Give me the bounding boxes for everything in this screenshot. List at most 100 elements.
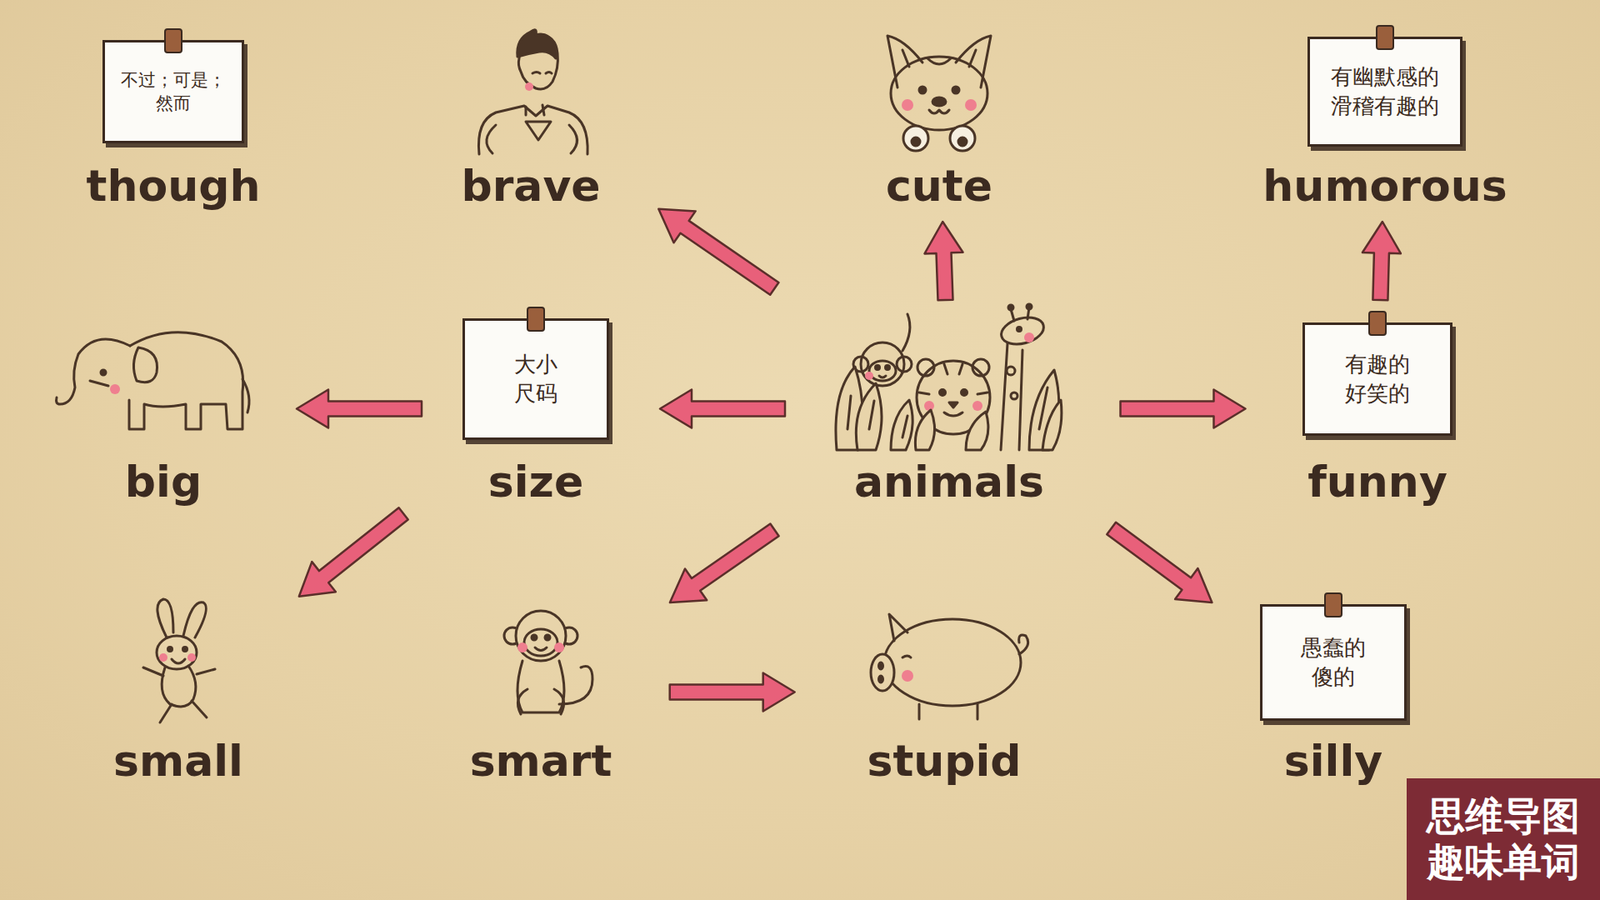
- mind-map-node: smart: [460, 595, 623, 789]
- sticky-note: 大小 尺码: [462, 318, 610, 440]
- corgi-drawing-part: [890, 56, 988, 130]
- superhero-drawing-part: [532, 72, 552, 75]
- sticky-note: 有幽默感的 滑稽有趣的: [1307, 36, 1463, 147]
- word-label: silly: [1284, 734, 1383, 789]
- animals-group-drawing-part: [917, 359, 935, 376]
- word-label: small: [113, 734, 244, 789]
- picture-area: 有幽默感的 滑稽有趣的: [1305, 29, 1465, 155]
- monkey-drawing: [504, 610, 593, 715]
- note-text: 不过；可是； 然而: [116, 68, 230, 116]
- animals-group-drawing-part: [924, 400, 935, 411]
- pig-drawing-part: [902, 655, 911, 658]
- mind-map-node: 不过；可是； 然而 though: [76, 29, 271, 214]
- word-label: brave: [460, 159, 600, 214]
- monkey-drawing-part: [535, 647, 547, 651]
- superhero-drawing: [478, 30, 588, 155]
- word-label: cute: [885, 159, 993, 214]
- mind-map-node: animals: [822, 308, 1076, 510]
- animals-group-drawing-part: [865, 371, 874, 380]
- rabbit-drawing-part: [156, 635, 197, 670]
- note-pin: [526, 306, 545, 332]
- note-text: 大小 尺码: [476, 350, 595, 409]
- word-label: though: [86, 159, 261, 214]
- corgi-drawing-part: [965, 99, 977, 111]
- monkey-drawing-part: [517, 660, 565, 713]
- mind-map-node: 大小 尺码 size: [449, 308, 623, 510]
- note-text: 有趣的 好笑的: [1316, 350, 1439, 409]
- note-pin: [1375, 25, 1395, 50]
- corgi-drawing-part: [902, 50, 976, 67]
- animals-group-drawing-part: [944, 412, 963, 416]
- corgi-drawing-part: [932, 97, 946, 106]
- elephant-drawing-part: [110, 384, 120, 395]
- animals-group-drawing-part: [902, 314, 910, 351]
- corgi-drawing-part: [911, 137, 920, 146]
- picture-area: [468, 29, 594, 155]
- rabbit-drawing-part: [143, 667, 215, 676]
- corgi-drawing-part: [903, 125, 929, 151]
- corgi-drawing-part: [927, 58, 951, 65]
- pig-drawing-part: [1019, 635, 1029, 655]
- animals-group-drawing-part: [1010, 392, 1018, 400]
- animals-group-drawing-part: [847, 387, 1048, 438]
- word-label: humorous: [1262, 159, 1507, 214]
- arrow-connector: [1106, 522, 1212, 603]
- corgi-drawing: [887, 35, 991, 151]
- watermark-text: 思维导图 趣味单词: [1420, 793, 1587, 885]
- pig-drawing-part: [919, 704, 978, 720]
- pig-drawing-part: [901, 670, 914, 682]
- arrow-connector: [670, 673, 795, 712]
- rabbit-drawing-part: [187, 653, 196, 662]
- picture-area: [852, 595, 1036, 730]
- animals-group-drawing-part: [940, 390, 946, 396]
- arrow-connector: [670, 524, 780, 604]
- word-label: size: [488, 455, 584, 510]
- corgi-drawing-part: [952, 86, 960, 94]
- mind-map-node: 愚蠢的 傻的 silly: [1247, 595, 1420, 789]
- word-label: funny: [1307, 455, 1448, 510]
- animals-group-drawing-part: [972, 359, 990, 376]
- elephant-drawing-part: [129, 332, 244, 430]
- word-label: big: [125, 455, 202, 510]
- sticky-note: 愚蠢的 傻的: [1260, 604, 1407, 721]
- pig-drawing: [870, 614, 1029, 720]
- pig-drawing-part: [879, 662, 884, 670]
- elephant-drawing-part: [100, 370, 106, 375]
- mind-map-node: small: [103, 595, 254, 789]
- pig-drawing-part: [870, 654, 895, 691]
- picture-area: 大小 尺码: [459, 308, 613, 450]
- word-label: smart: [470, 734, 613, 789]
- picture-area: [832, 308, 1066, 450]
- rabbit-drawing-part: [171, 659, 185, 664]
- word-label: animals: [854, 455, 1045, 510]
- superhero-drawing-part: [525, 121, 551, 140]
- rabbit-drawing: [143, 599, 215, 723]
- corgi-drawing-part: [929, 110, 950, 114]
- arrow-connector: [299, 507, 409, 596]
- picture-area: 有趣的 好笑的: [1300, 308, 1455, 450]
- picture-area: 不过；可是； 然而: [100, 29, 247, 155]
- animals-group-drawing-part: [855, 383, 882, 450]
- monkey-drawing-part: [515, 610, 566, 661]
- picture-area: [124, 595, 233, 730]
- monkey-drawing-part: [531, 635, 537, 640]
- arrow-connector: [660, 390, 785, 429]
- note-pin: [1324, 592, 1343, 618]
- sticky-note: 不过；可是； 然而: [102, 40, 245, 144]
- elephant-drawing-part: [56, 339, 131, 405]
- rabbit-drawing-part: [168, 647, 173, 652]
- note-pin: [1368, 310, 1387, 336]
- monkey-drawing-part: [524, 629, 558, 656]
- arrow-connector: [1362, 221, 1401, 300]
- animals-group-drawing-part: [885, 365, 890, 370]
- animals-group-drawing-part: [1000, 343, 1008, 450]
- arrow-connector: [658, 209, 779, 295]
- rabbit-drawing-part: [157, 599, 174, 638]
- pig-drawing-part: [889, 614, 908, 641]
- picture-area: [864, 29, 1015, 155]
- animals-group-drawing-part: [998, 313, 1047, 349]
- animals-group-drawing-part: [1006, 366, 1015, 375]
- animals-group-drawing-part: [890, 400, 913, 450]
- pig-drawing-part: [879, 675, 884, 683]
